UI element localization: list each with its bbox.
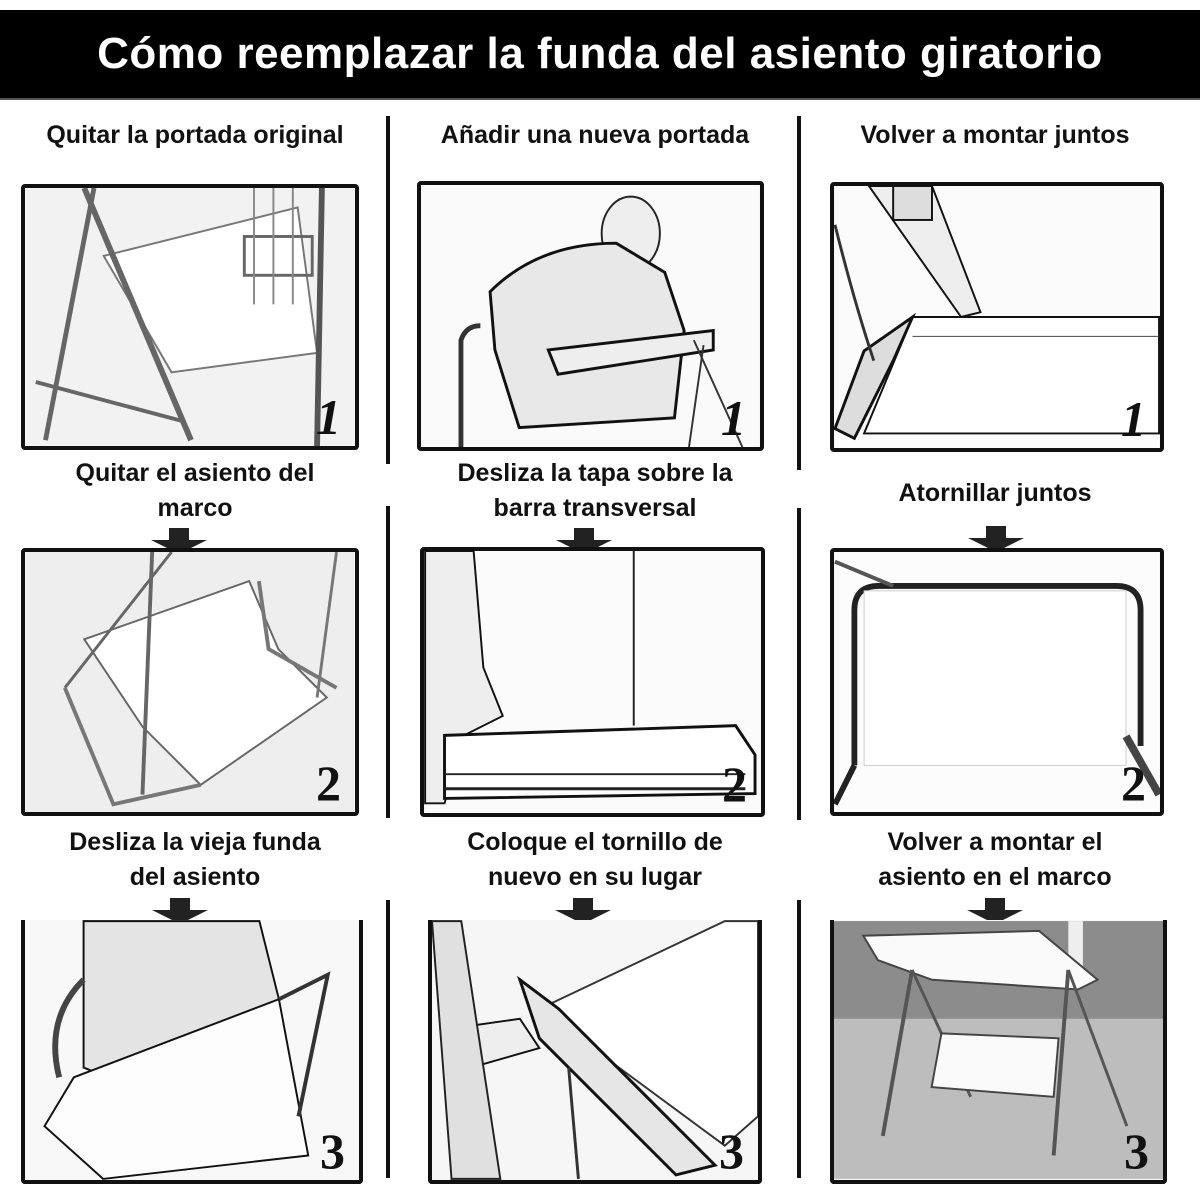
step-caption: Atornillar juntos (898, 479, 1092, 507)
sliding-old-cover-illustration (25, 920, 359, 1180)
step-image-add-1: 1 (417, 181, 764, 451)
column-divider (386, 506, 390, 818)
step-image-reassemble-1: 1 (830, 182, 1164, 452)
step-number: 1 (316, 389, 341, 445)
column-heading-remove: Quitar la portada original (46, 121, 344, 149)
step-image-remove-1: 1 (21, 184, 359, 450)
column-divider (797, 116, 801, 470)
reinserting-screw-illustration (432, 920, 758, 1180)
column-divider (386, 116, 390, 464)
seat-removed-illustration (26, 552, 354, 812)
step-number: 2 (1121, 755, 1146, 811)
step-image-remove-2: 2 (21, 548, 359, 816)
column-divider (797, 900, 801, 1178)
hands-on-seat-illustration (834, 186, 1160, 448)
step-image-add-3: 3 (428, 920, 762, 1184)
step-caption: Coloque el tornillo de nuevo en su lugar (467, 828, 723, 891)
column-divider (797, 508, 801, 820)
step-image-reassemble-2: 2 (830, 548, 1164, 816)
step-caption: Desliza la tapa sobre la barra transvers… (457, 459, 733, 522)
step-number: 3 (719, 1123, 744, 1179)
step-image-add-2: 2 (420, 547, 765, 817)
column-divider (386, 900, 390, 1178)
page-title: Cómo reemplazar la funda del asiento gir… (0, 10, 1200, 100)
step-number: 2 (316, 755, 341, 811)
assembled-swing-illustration (834, 921, 1163, 1179)
column-heading-reassemble: Volver a montar juntos (860, 121, 1130, 149)
step-caption: Desliza la vieja funda del asiento (69, 828, 321, 891)
step-image-remove-3: 3 (21, 920, 363, 1184)
step-number: 3 (1124, 1123, 1149, 1179)
step-number: 2 (722, 756, 747, 812)
cover-crossbar-illustration (424, 551, 760, 813)
man-holding-cover-illustration (422, 185, 759, 447)
step-number: 1 (1121, 391, 1146, 447)
swing-frame-illustration (26, 188, 354, 446)
seat-frame-illustration (834, 552, 1160, 812)
step-number: 1 (721, 390, 746, 446)
step-caption: Quitar el asiento del marco (75, 459, 315, 522)
step-image-reassemble-3: 3 (830, 920, 1167, 1184)
column-heading-add: Añadir una nueva portada (440, 121, 750, 149)
step-number: 3 (320, 1123, 345, 1179)
step-caption: Volver a montar el asiento en el marco (878, 828, 1112, 891)
